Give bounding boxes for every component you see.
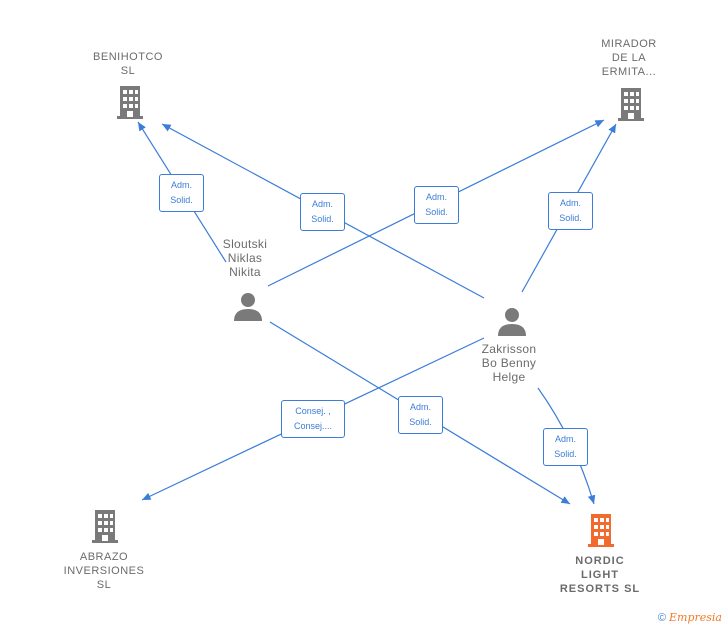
edge-label-zakrisson-nordic: Adm. Solid. xyxy=(543,428,588,466)
copyright-notice: © Empresia xyxy=(658,611,722,624)
copyright-symbol: © xyxy=(657,612,666,624)
building-icon xyxy=(92,510,118,543)
node-label-zakrisson[interactable]: Zakrisson Bo Benny Helge xyxy=(481,342,537,384)
edge-label-sloutski-nordic: Adm. Solid. xyxy=(398,396,443,434)
node-label-abrazo[interactable]: ABRAZO INVERSIONES SL xyxy=(63,551,145,591)
building-icon xyxy=(618,88,644,121)
edge-label-sloutski-benihotco: Adm. Solid. xyxy=(159,174,204,212)
node-label-nordic[interactable]: NORDIC LIGHT RESORTS SL xyxy=(559,555,641,595)
building-icon xyxy=(588,514,614,547)
node-label-sloutski[interactable]: Sloutski Niklas Nikita xyxy=(222,237,268,279)
brand-logo: Empresia xyxy=(669,611,722,624)
node-label-benihotco[interactable]: BENIHOTCO SL xyxy=(93,51,163,77)
person-icon xyxy=(498,308,526,336)
edge-label-zakrisson-abrazo: Consej. , Consej.... xyxy=(281,400,345,438)
node-label-mirador[interactable]: MIRADOR DE LA ERMITA... xyxy=(601,38,657,78)
edge-label-sloutski-mirador: Adm. Solid. xyxy=(414,186,459,224)
edge-label-zakrisson-mirador: Adm. Solid. xyxy=(548,192,593,230)
edge-label-zakrisson-benihotco: Adm. Solid. xyxy=(300,193,345,231)
person-icon xyxy=(234,293,262,321)
building-icon xyxy=(117,86,143,119)
